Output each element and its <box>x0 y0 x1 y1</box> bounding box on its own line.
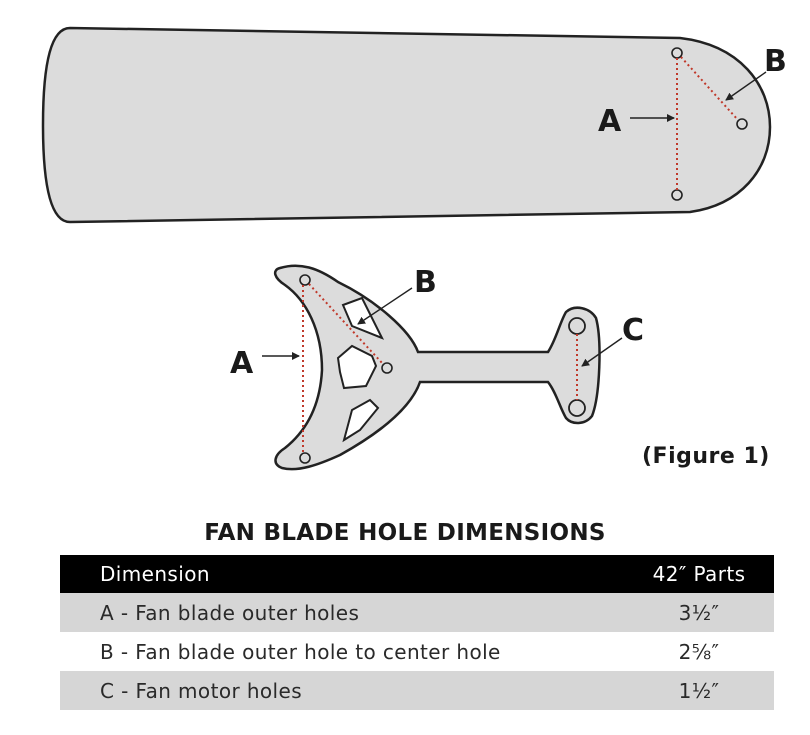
table-title: FAN BLADE HOLE DIMENSIONS <box>204 520 606 546</box>
header-dimension: Dimension <box>60 555 624 593</box>
bracket-arrow-c <box>581 337 623 367</box>
bracket-cutout-middle <box>336 344 378 390</box>
blade-dimension-b-line <box>680 56 739 121</box>
table-row: B - Fan blade outer hole to center hole … <box>60 632 774 671</box>
bracket-label-c: C <box>622 313 644 348</box>
bracket-label-b: B <box>414 265 437 300</box>
figure-caption: (Figure 1) <box>642 444 770 469</box>
row-value: 1½″ <box>624 671 774 710</box>
fan-blade: A B <box>41 26 787 224</box>
table-row: A - Fan blade outer holes 3½″ <box>60 593 774 632</box>
bracket-hole-top <box>299 274 311 286</box>
bracket-arrow-b <box>357 287 413 325</box>
row-dimension: A - Fan blade outer holes <box>60 593 624 632</box>
bracket-hole-bottom <box>299 452 311 464</box>
blade-label-a: A <box>598 104 622 139</box>
row-value: 3½″ <box>624 593 774 632</box>
row-value: 2⅝″ <box>624 632 774 671</box>
blade-hole-center <box>736 118 748 130</box>
bracket-cutout-lower <box>342 398 380 443</box>
table-header-row: Dimension 42″ Parts <box>60 555 774 593</box>
blade-arrow-b <box>725 71 767 101</box>
bracket-label-a: A <box>230 346 254 381</box>
bracket-hole-center <box>381 362 393 374</box>
dimensions-table: Dimension 42″ Parts A - Fan blade outer … <box>60 555 774 710</box>
header-parts: 42″ Parts <box>624 555 774 593</box>
row-dimension: B - Fan blade outer hole to center hole <box>60 632 624 671</box>
fan-blade-diagram: A B A B C <box>41 26 787 471</box>
fan-blade-outline <box>41 26 772 224</box>
blade-label-b: B <box>764 44 787 79</box>
bracket-dimension-b-line <box>308 283 384 365</box>
blade-bracket: A B C <box>230 264 644 471</box>
row-dimension: C - Fan motor holes <box>60 671 624 710</box>
bracket-outline <box>273 264 601 471</box>
table-row: C - Fan motor holes 1½″ <box>60 671 774 710</box>
